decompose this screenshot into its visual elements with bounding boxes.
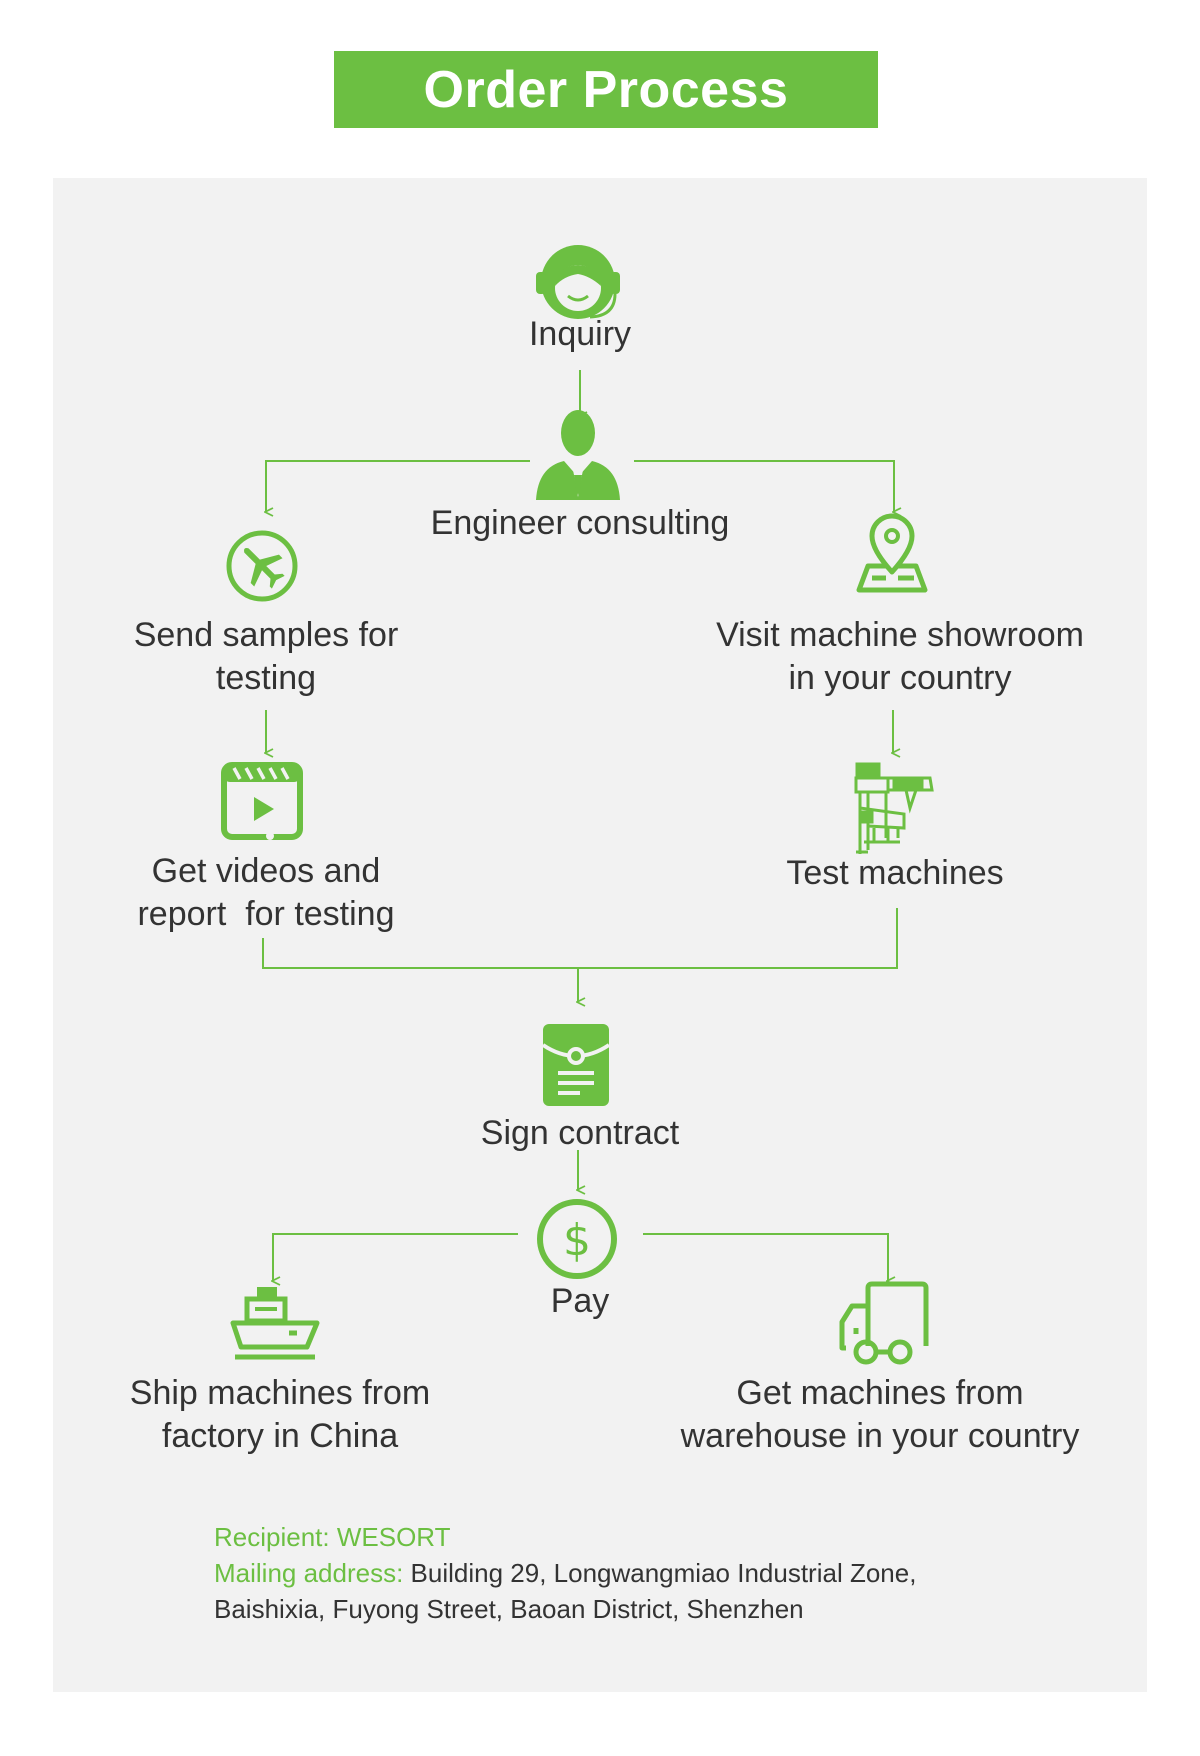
recipient-value: WESORT bbox=[336, 1522, 451, 1552]
ship-machines-label: Ship machines from factory in China bbox=[100, 1372, 460, 1458]
engineer-person-icon bbox=[536, 410, 620, 500]
recipient-key: Recipient: bbox=[214, 1522, 330, 1552]
send-samples-label: Send samples for testing bbox=[96, 614, 436, 700]
process-panel bbox=[53, 178, 1147, 1692]
send-samples-line1: Send samples for bbox=[133, 616, 399, 654]
test-machines-label: Test machines bbox=[786, 854, 1004, 892]
address-line1-value: Building 29, Longwangmiao Industrial Zon… bbox=[410, 1558, 917, 1588]
merge-line-videos-test bbox=[262, 908, 898, 969]
headset-agent-icon bbox=[536, 245, 620, 319]
dollar-coin-icon: $ bbox=[537, 1199, 617, 1279]
cargo-ship-icon bbox=[230, 1287, 320, 1360]
airplane-icon bbox=[226, 530, 298, 602]
delivery-truck-icon bbox=[839, 1281, 929, 1365]
arrow-engineer-to-samples bbox=[266, 460, 530, 512]
visit-showroom-line1: Visit machine showroom bbox=[716, 616, 1084, 654]
address-line-2: Baishixia, Fuyong Street, Baoan District… bbox=[214, 1594, 804, 1624]
get-machines-line1: Get machines from bbox=[736, 1374, 1024, 1412]
color-sorter-machine-icon bbox=[854, 762, 934, 854]
ship-machines-line1: Ship machines from bbox=[129, 1374, 431, 1412]
arrow-engineer-to-showroom bbox=[634, 460, 894, 512]
get-videos-line1: Get videos and bbox=[151, 852, 381, 890]
arrow-pay-to-ship bbox=[273, 1233, 518, 1281]
mailing-info: Recipient: WESORT Mailing address: Build… bbox=[214, 1519, 916, 1627]
arrow-pay-to-warehouse bbox=[643, 1233, 888, 1281]
visit-showroom-label: Visit machine showroom in your country bbox=[690, 614, 1110, 700]
svg-text:$: $ bbox=[563, 1215, 591, 1266]
video-player-icon bbox=[221, 762, 303, 840]
get-machines-warehouse-label: Get machines from warehouse in your coun… bbox=[660, 1372, 1100, 1458]
pay-label: Pay bbox=[550, 1282, 610, 1320]
inquiry-label: Inquiry bbox=[528, 315, 632, 353]
sign-contract-label: Sign contract bbox=[480, 1114, 680, 1152]
visit-showroom-line2: in your country bbox=[788, 659, 1012, 697]
page-title: Order Process bbox=[423, 60, 789, 119]
recipient-line: Recipient: WESORT bbox=[214, 1519, 916, 1555]
title-banner: Order Process bbox=[334, 51, 878, 128]
map-pin-icon bbox=[856, 513, 928, 593]
address-line-1: Mailing address: Building 29, Longwangmi… bbox=[214, 1555, 916, 1591]
get-videos-label: Get videos and report for testing bbox=[96, 850, 436, 936]
get-videos-line2: report for testing bbox=[137, 895, 395, 933]
contract-envelope-icon bbox=[541, 1024, 611, 1106]
ship-machines-line2: factory in China bbox=[161, 1417, 399, 1455]
send-samples-line2: testing bbox=[215, 659, 317, 697]
engineer-consulting-label: Engineer consulting bbox=[430, 504, 730, 542]
get-machines-line2: warehouse in your country bbox=[680, 1417, 1080, 1455]
address-key: Mailing address: bbox=[214, 1558, 404, 1588]
connector-lines bbox=[262, 370, 898, 1281]
